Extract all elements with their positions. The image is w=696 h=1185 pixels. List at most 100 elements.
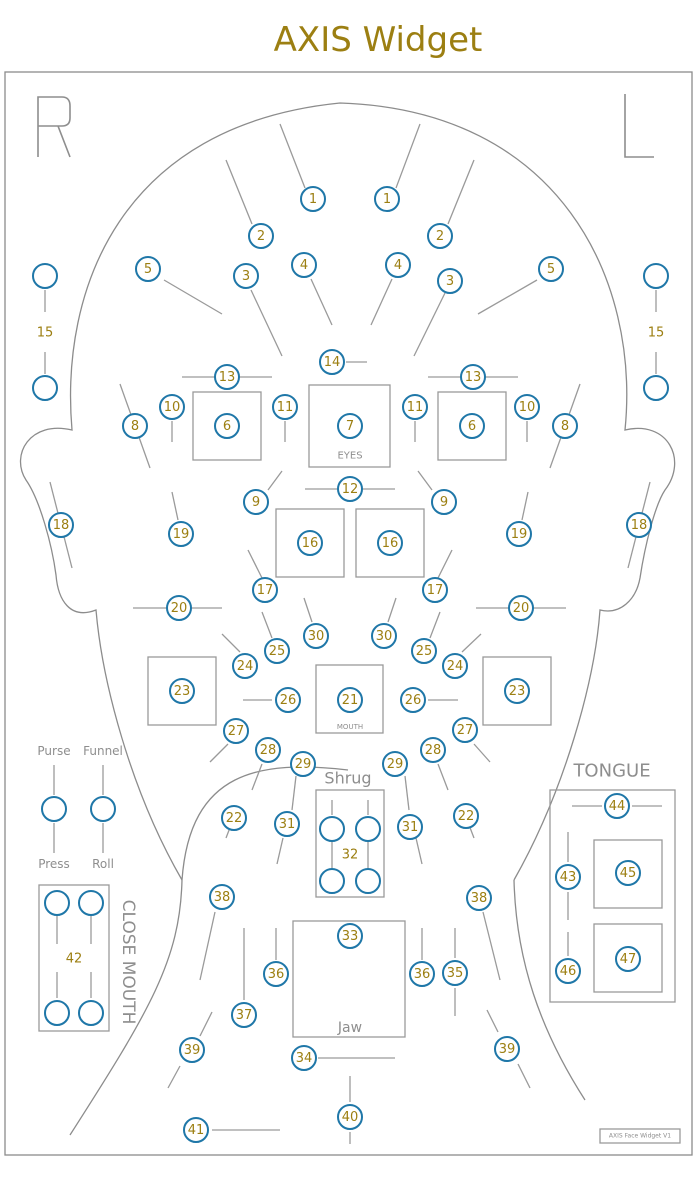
control-9-l-button[interactable]: 9	[431, 489, 457, 515]
control-31-r-circle[interactable]	[274, 811, 300, 837]
control-10-l-button[interactable]: 10	[514, 394, 540, 420]
control-12-button[interactable]: 12	[337, 476, 363, 502]
control-27-r-button[interactable]: 27	[223, 718, 249, 744]
control-25-r-circle[interactable]	[264, 638, 290, 664]
control-13-l-button[interactable]: 13	[460, 364, 486, 390]
control-35-button[interactable]: 35	[442, 960, 468, 986]
control-20-l-button[interactable]: 20	[508, 595, 534, 621]
control-20-l-circle[interactable]	[508, 595, 534, 621]
control-20-r-circle[interactable]	[166, 595, 192, 621]
control-11-l-circle[interactable]	[402, 394, 428, 420]
control-15-l-bottom-button[interactable]	[643, 375, 669, 401]
control-41-circle[interactable]	[183, 1117, 209, 1143]
control-6-r-circle[interactable]	[214, 413, 240, 439]
control-44-circle[interactable]	[604, 793, 630, 819]
control-21-circle[interactable]	[337, 687, 363, 713]
control-32-bottom-r-button[interactable]	[319, 868, 345, 894]
control-18-l-circle[interactable]	[626, 512, 652, 538]
control-23-r-circle[interactable]	[169, 678, 195, 704]
control-10-l-circle[interactable]	[514, 394, 540, 420]
control-funnel-circle[interactable]	[90, 796, 116, 822]
control-34-button[interactable]: 34	[291, 1045, 317, 1071]
control-38-l-circle[interactable]	[466, 885, 492, 911]
control-42-bottom-l-button[interactable]	[78, 1000, 104, 1026]
control-21-button[interactable]: 21	[337, 687, 363, 713]
control-26-l-button[interactable]: 26	[400, 687, 426, 713]
control-29-r-button[interactable]: 29	[290, 751, 316, 777]
control-22-l-button[interactable]: 22	[453, 803, 479, 829]
control-27-l-circle[interactable]	[452, 717, 478, 743]
control-6-r-button[interactable]: 6	[214, 413, 240, 439]
control-45-circle[interactable]	[615, 860, 641, 886]
control-32-top-l-circle[interactable]	[355, 816, 381, 842]
control-11-r-button[interactable]: 11	[272, 394, 298, 420]
control-30-l-circle[interactable]	[371, 623, 397, 649]
control-14-button[interactable]: 14	[319, 349, 345, 375]
control-47-button[interactable]: 47	[615, 946, 641, 972]
control-9-r-button[interactable]: 9	[243, 489, 269, 515]
control-32-bottom-l-button[interactable]	[355, 868, 381, 894]
control-38-r-circle[interactable]	[209, 884, 235, 910]
control-39-r-button[interactable]: 39	[179, 1037, 205, 1063]
control-29-r-circle[interactable]	[290, 751, 316, 777]
control-46-circle[interactable]	[555, 958, 581, 984]
control-28-l-circle[interactable]	[420, 737, 446, 763]
control-8-r-button[interactable]: 8	[122, 413, 148, 439]
control-10-r-circle[interactable]	[159, 394, 185, 420]
control-32-bottom-l-circle[interactable]	[355, 868, 381, 894]
control-funnel-button[interactable]	[90, 796, 116, 822]
control-46-button[interactable]: 46	[555, 958, 581, 984]
control-15-r-top-button[interactable]	[32, 263, 58, 289]
control-26-r-button[interactable]: 26	[275, 687, 301, 713]
control-18-r-button[interactable]: 18	[48, 512, 74, 538]
control-4-l-button[interactable]: 4	[385, 252, 411, 278]
control-5-r-button[interactable]: 5	[135, 256, 161, 282]
control-39-l-circle[interactable]	[494, 1036, 520, 1062]
control-23-r-button[interactable]: 23	[169, 678, 195, 704]
control-47-circle[interactable]	[615, 946, 641, 972]
control-37-button[interactable]: 37	[231, 1002, 257, 1028]
control-24-r-circle[interactable]	[232, 653, 258, 679]
control-33-button[interactable]: 33	[337, 923, 363, 949]
control-16-l-button[interactable]: 16	[377, 530, 403, 556]
control-16-r-circle[interactable]	[297, 530, 323, 556]
control-28-l-button[interactable]: 28	[420, 737, 446, 763]
control-2-l-button[interactable]: 2	[427, 223, 453, 249]
control-13-l-circle[interactable]	[460, 364, 486, 390]
control-22-r-circle[interactable]	[221, 805, 247, 831]
control-4-l-circle[interactable]	[385, 252, 411, 278]
control-32-top-l-button[interactable]	[355, 816, 381, 842]
control-27-l-button[interactable]: 27	[452, 717, 478, 743]
control-5-l-button[interactable]: 5	[538, 256, 564, 282]
control-17-r-button[interactable]: 17	[252, 577, 278, 603]
control-32-bottom-r-circle[interactable]	[319, 868, 345, 894]
control-19-l-button[interactable]: 19	[506, 521, 532, 547]
control-26-l-circle[interactable]	[400, 687, 426, 713]
control-13-r-circle[interactable]	[214, 364, 240, 390]
control-2-r-circle[interactable]	[248, 223, 274, 249]
control-1-l-button[interactable]: 1	[374, 186, 400, 212]
control-34-circle[interactable]	[291, 1045, 317, 1071]
control-2-l-circle[interactable]	[427, 223, 453, 249]
control-6-l-circle[interactable]	[459, 413, 485, 439]
control-purse-button[interactable]	[41, 796, 67, 822]
control-19-r-button[interactable]: 19	[168, 521, 194, 547]
control-19-l-circle[interactable]	[506, 521, 532, 547]
control-3-r-circle[interactable]	[233, 263, 259, 289]
control-45-button[interactable]: 45	[615, 860, 641, 886]
control-23-l-circle[interactable]	[504, 678, 530, 704]
control-2-r-button[interactable]: 2	[248, 223, 274, 249]
control-15-l-top-button[interactable]	[643, 263, 669, 289]
control-22-l-circle[interactable]	[453, 803, 479, 829]
control-35-circle[interactable]	[442, 960, 468, 986]
control-19-r-circle[interactable]	[168, 521, 194, 547]
control-31-r-button[interactable]: 31	[274, 811, 300, 837]
control-26-r-circle[interactable]	[275, 687, 301, 713]
control-15-l-bottom-circle[interactable]	[643, 375, 669, 401]
control-36-r-circle[interactable]	[263, 961, 289, 987]
control-15-r-top-circle[interactable]	[32, 263, 58, 289]
control-40-circle[interactable]	[337, 1104, 363, 1130]
control-42-bottom-r-button[interactable]	[44, 1000, 70, 1026]
control-30-r-circle[interactable]	[303, 623, 329, 649]
control-36-l-circle[interactable]	[409, 961, 435, 987]
